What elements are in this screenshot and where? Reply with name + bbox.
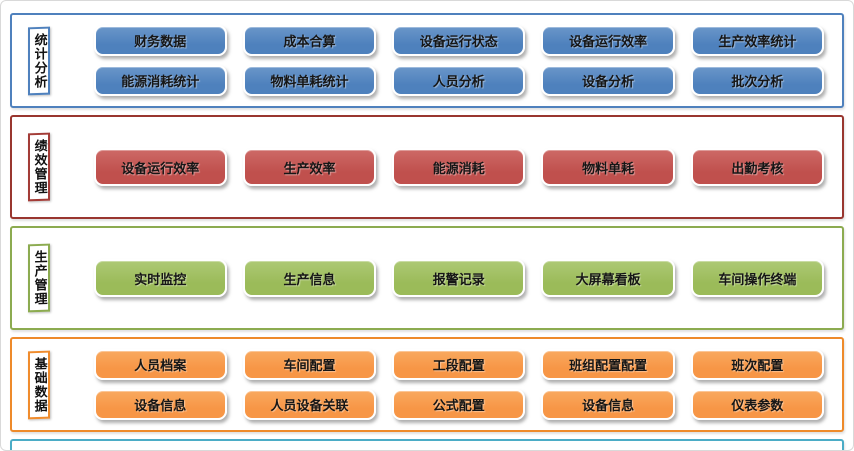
section-base-data: 基础数据 人员档案车间配置工段配置班组配置配置班次配置设备信息人员设备关联公式配… (10, 337, 844, 432)
module-button[interactable]: 仪表参数 (690, 389, 824, 420)
module-button[interactable]: 生产效率统计 (690, 25, 824, 56)
section-statistics-analysis: 统计分析 财务数据成本合算设备运行状态设备运行效率生产效率统计能源消耗统计物料单… (10, 13, 844, 108)
module-button[interactable]: 人员设备关联 (242, 389, 377, 420)
module-button[interactable]: 大屏幕看板 (541, 259, 675, 297)
module-button[interactable]: 工段配置 (392, 349, 526, 380)
module-button[interactable]: 设备信息 (541, 389, 675, 420)
module-button[interactable]: 班次配置 (690, 349, 824, 380)
module-button[interactable]: 设备运行效率 (541, 25, 675, 56)
module-button[interactable]: 财务数据 (93, 25, 227, 56)
module-button[interactable]: 批次分析 (690, 65, 824, 96)
module-button[interactable]: 设备运行状态 (392, 25, 526, 56)
module-button[interactable]: 出勤考核 (690, 148, 824, 186)
module-button[interactable]: 能源消耗统计 (93, 65, 227, 96)
module-button[interactable]: 设备运行效率 (93, 148, 227, 186)
module-button[interactable]: 生产效率 (242, 148, 377, 186)
module-button[interactable]: 设备信息 (93, 389, 227, 420)
section-buttons: 财务数据成本合算设备运行状态设备运行效率生产效率统计能源消耗统计物料单耗统计人员… (93, 25, 824, 96)
section-label: 统计分析 (28, 26, 50, 95)
module-button[interactable]: 公式配置 (392, 389, 526, 420)
module-button[interactable]: 物料单耗统计 (242, 65, 377, 96)
module-button[interactable]: 人员分析 (392, 65, 526, 96)
module-button[interactable]: 成本合算 (242, 25, 377, 56)
section-buttons: 实时监控生产信息报警记录大屏幕看板车间操作终端 (93, 259, 824, 297)
section-buttons: 人员档案车间配置工段配置班组配置配置班次配置设备信息人员设备关联公式配置设备信息… (93, 349, 824, 420)
module-button[interactable]: 车间操作终端 (690, 259, 824, 297)
module-button[interactable]: 报警记录 (392, 259, 526, 297)
module-button[interactable]: 生产信息 (242, 259, 377, 297)
section-label: 基础数据 (28, 350, 50, 419)
section-production-management: 生产管理 实时监控生产信息报警记录大屏幕看板车间操作终端 (10, 226, 844, 330)
section-performance-management: 绩效管理 设备运行效率生产效率能源消耗物料单耗出勤考核 (10, 115, 844, 219)
module-button[interactable]: 实时监控 (93, 259, 227, 297)
module-button[interactable]: 能源消耗 (392, 148, 526, 186)
module-button[interactable]: 班组配置配置 (541, 349, 675, 380)
module-button[interactable]: 物料单耗 (541, 148, 675, 186)
module-button[interactable]: 车间配置 (242, 349, 377, 380)
section-label: 绩效管理 (28, 132, 50, 202)
module-button[interactable]: 人员档案 (93, 349, 227, 380)
section-label: 生产管理 (28, 243, 50, 313)
section-data-collection: 数据采集 设备数据采集ERP数据抽取HR数据抽取EAM数据交互 (10, 439, 844, 450)
section-buttons: 设备运行效率生产效率能源消耗物料单耗出勤考核 (93, 148, 824, 186)
module-button[interactable]: 设备分析 (541, 65, 675, 96)
